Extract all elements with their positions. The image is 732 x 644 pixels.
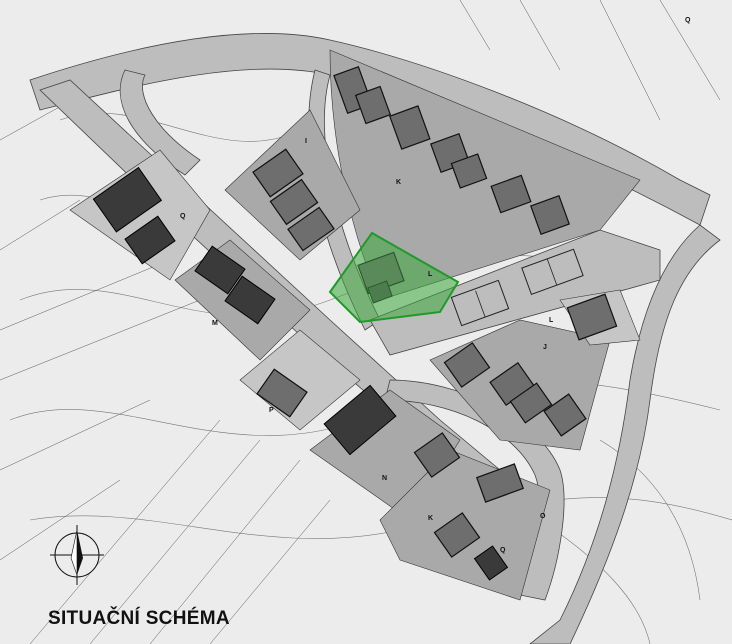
plan-title: SITUAČNÍ SCHÉMA xyxy=(48,608,230,629)
zone-label: N xyxy=(382,475,387,482)
zone-label: M xyxy=(212,320,218,327)
zone-label: O xyxy=(540,513,546,520)
zone-label: K xyxy=(396,179,401,186)
zone-label: K xyxy=(428,515,433,522)
zone-label: Q xyxy=(685,17,691,24)
buildings xyxy=(92,65,618,581)
zone-label: I xyxy=(305,138,307,145)
zone-label: J xyxy=(543,344,547,351)
parking-areas xyxy=(450,248,584,327)
zone-label: L xyxy=(428,271,433,278)
zone-label: L xyxy=(549,317,554,324)
zone-label: Q xyxy=(500,547,506,554)
zone-label: P xyxy=(269,407,274,414)
highlighted-plot xyxy=(328,231,460,324)
zone-labels: Q I K Q L M L J P N K O Q xyxy=(180,17,691,554)
zone-label: Q xyxy=(180,213,186,220)
north-arrow-icon xyxy=(50,525,104,585)
